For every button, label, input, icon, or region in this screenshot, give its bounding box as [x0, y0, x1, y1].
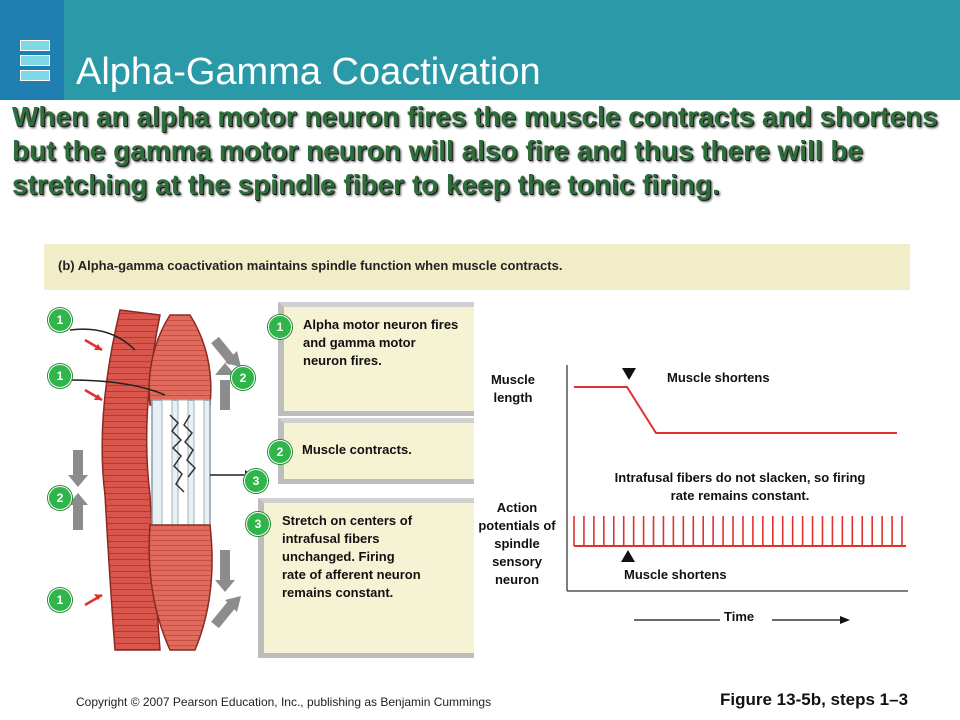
spindle-capsule-top — [148, 314, 212, 406]
figure-caption-bar: (b) Alpha-gamma coactivation maintains s… — [44, 244, 910, 290]
muscle-length-label: Muscle length — [490, 372, 536, 405]
shortens-marker-bottom — [621, 550, 635, 562]
shortens-marker-top — [622, 368, 636, 380]
diagram-badge-2a: 2 — [231, 366, 255, 390]
muscle-spindle-illustration — [68, 309, 253, 651]
stack-logo-icon — [20, 40, 50, 84]
time-arrow-head — [840, 616, 850, 624]
slide-headline: When an alpha motor neuron fires the mus… — [12, 101, 938, 200]
step-badge-2: 2 — [268, 440, 292, 464]
action-potential-spikes — [573, 516, 903, 546]
step-box-1 — [278, 302, 474, 416]
intrafusal-note: Intrafusal fibers do not slacken, so fir… — [614, 470, 866, 503]
extrafusal-muscle-fiber — [101, 309, 161, 651]
step-box-3 — [258, 498, 474, 658]
step-text-2: Muscle contracts. — [302, 442, 412, 457]
step-badge-3: 3 — [246, 512, 270, 536]
muscle-shortens-bottom-label: Muscle shortens — [624, 567, 727, 582]
diagram-badge-2b: 2 — [48, 486, 72, 510]
muscle-length-line — [574, 386, 897, 434]
action-potentials-label: Action potentials of spindle sensory neu… — [478, 500, 556, 587]
spindle-capsule-bottom — [148, 524, 213, 651]
diagram-badge-1a: 1 — [48, 308, 72, 332]
diagram-badge-1c: 1 — [48, 588, 72, 612]
figure-caption: (b) Alpha-gamma coactivation maintains s… — [58, 258, 563, 273]
title-bar — [0, 0, 960, 100]
slide-title: Alpha-Gamma Coactivation — [76, 51, 541, 93]
diagram-badge-1b: 1 — [48, 364, 72, 388]
time-label: Time — [724, 609, 755, 624]
diagram-badge-3: 3 — [244, 469, 268, 493]
figure-reference: Figure 13-5b, steps 1–3 — [720, 690, 909, 709]
step-text-1: Alpha motor neuron fires and gamma motor… — [303, 317, 459, 368]
copyright: Copyright © 2007 Pearson Education, Inc.… — [76, 695, 492, 709]
step-text-3: Stretch on centers of intrafusal fibers … — [282, 513, 421, 600]
step-badge-1: 1 — [268, 315, 292, 339]
muscle-shortens-top-label: Muscle shortens — [667, 370, 770, 385]
muscle-length-graph — [566, 365, 908, 624]
